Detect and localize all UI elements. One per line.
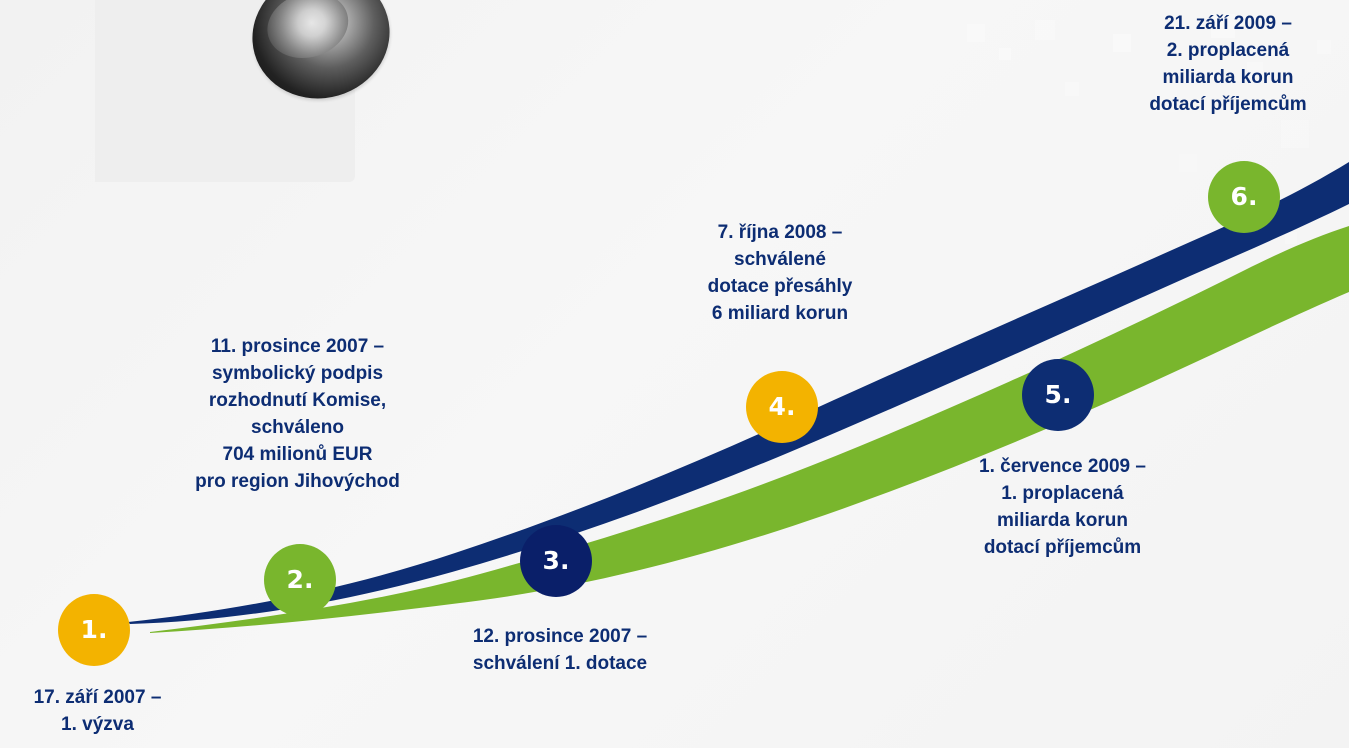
milestone-4-marker: 4.: [746, 371, 818, 443]
milestone-6-marker: 6.: [1208, 161, 1280, 233]
bg-square: [1285, 232, 1297, 244]
milestone-2-label: 11. prosince 2007 – symbolický podpis ro…: [195, 336, 400, 492]
milestone-2-marker: 2.: [264, 544, 336, 616]
milestone-4-label: 7. října 2008 – schválené dotace přesáhl…: [707, 222, 853, 324]
milestone-1-label: 17. září 2007 – 1. výzva: [33, 687, 162, 735]
milestone-5-label: 1. července 2009 – 1. proplacená miliard…: [979, 456, 1146, 558]
bg-square: [1113, 34, 1131, 52]
bg-square: [967, 24, 985, 42]
bg-square: [999, 48, 1011, 60]
bg-square: [1281, 120, 1309, 148]
milestone-6-label: 21. září 2009 – 2. proplacená miliarda k…: [1149, 13, 1307, 115]
milestone-5-marker: 5.: [1022, 359, 1094, 431]
bg-square: [1155, 90, 1177, 112]
milestone-3-label: 12. prosince 2007 – schválení 1. dotace: [472, 626, 648, 674]
milestone-1-marker: 1.: [58, 594, 130, 666]
bg-square: [1317, 40, 1331, 54]
bg-square: [1035, 20, 1055, 40]
milestone-3-marker: 3.: [520, 525, 592, 597]
bg-square: [1247, 62, 1263, 78]
bg-square: [1211, 14, 1235, 38]
bg-square: [1179, 154, 1197, 172]
bg-square: [1065, 82, 1079, 96]
